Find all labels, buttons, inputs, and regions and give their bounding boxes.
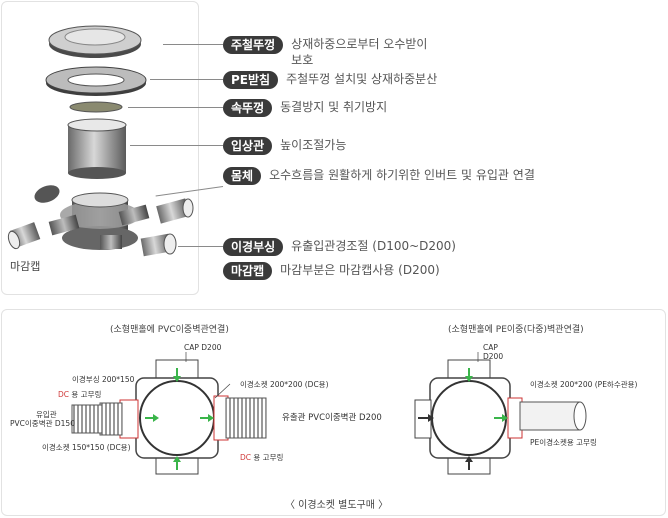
bushing-part-right — [156, 198, 194, 224]
bottom-caption: 〈 이경소켓 별도구매 〉 — [285, 500, 389, 511]
component-name: 마감캡 — [223, 262, 273, 280]
pe-support-ring-part — [45, 66, 147, 96]
leader-line — [163, 44, 223, 45]
component-desc: 높이조절가능 — [280, 138, 347, 152]
inlet-label-2: PVC이중벽관 D150 — [10, 419, 75, 428]
inner-lid-part — [69, 101, 123, 113]
component-inner-lid: 속뚜껑 동결방지 및 취기방지 — [223, 99, 387, 117]
dc-ring-label: DC 용 고무링 — [58, 390, 102, 399]
cap-label-right-1: CAP — [483, 343, 498, 352]
leader-line — [178, 246, 223, 247]
component-name: 몸체 — [223, 167, 262, 185]
inlet-label-1: 유입관 — [36, 410, 57, 419]
component-bushing: 이경부싱 유출입관경조절 (D100~D200) — [223, 238, 456, 256]
end-cap-label: 마감캡 — [10, 260, 41, 273]
component-desc: 마감부분은 마감캡사용 (D200) — [280, 263, 440, 277]
pe-ring-label: PE이경소켓용 고무링 — [530, 438, 597, 447]
dc-ring2-label: DC 용 고무링 — [240, 453, 284, 462]
component-cast-iron-cover: 주철뚜껑 상재하중으로부터 오수받이 보호 — [223, 36, 427, 68]
component-pe-support: PE받침 주철뚜껑 설치및 상재하중분산 — [223, 71, 437, 89]
socket-big-label: 이경소켓 200*200 (DC용) — [240, 380, 329, 389]
leader-line — [128, 107, 223, 108]
socket-small-label: 이경소켓 150*150 (DC용) — [42, 443, 131, 452]
bushing-part-bottom — [140, 233, 177, 257]
cap-label: CAP D200 — [184, 343, 222, 352]
component-riser: 입상관 높이조절가능 — [223, 137, 346, 155]
left-schematic — [71, 352, 267, 475]
component-name: 이경부싱 — [223, 238, 284, 256]
component-desc: 상재하중으로부터 오수받이 보호 — [291, 37, 428, 67]
component-name: PE받침 — [223, 71, 279, 89]
right-diagram-title: (소형맨홀에 PE이중(다중)벽관연결) — [448, 325, 584, 335]
manhole-body-part — [48, 192, 150, 250]
leader-line — [150, 79, 223, 80]
cap-label-right-2: D200 — [483, 352, 504, 361]
riser-pipe-part — [67, 118, 127, 179]
component-desc: 동결방지 및 취기방지 — [280, 100, 388, 114]
component-desc: 주철뚜껑 설치및 상재하중분산 — [286, 72, 438, 86]
outlet-label: 유출관 PVC이중벽관 D200 — [282, 413, 382, 423]
right-schematic — [414, 352, 587, 475]
component-desc: 유출입관경조절 (D100~D200) — [291, 239, 456, 253]
component-desc: 오수흐름을 원활하게 하기위한 인버트 및 유입관 연결 — [269, 168, 535, 182]
bushing-label: 이경부싱 200*150 — [72, 375, 135, 384]
bushing-part-left — [7, 222, 41, 250]
cast-iron-cover-part — [48, 25, 142, 58]
component-name: 입상관 — [223, 137, 273, 155]
leader-line — [130, 145, 223, 146]
pe-socket-label: 이경소켓 200*200 (PE하수관용) — [530, 380, 638, 389]
component-name: 속뚜껑 — [223, 99, 273, 117]
end-cap-part — [34, 185, 60, 203]
left-diagram-title: (소형맨홀에 PVC이중벽관연결) — [110, 325, 229, 335]
component-end-cap: 마감캡 마감부분은 마감캡사용 (D200) — [223, 262, 440, 280]
component-body: 몸체 오수흐름을 원활하게 하기위한 인버트 및 유입관 연결 — [223, 167, 535, 185]
component-name: 주철뚜껑 — [223, 36, 284, 54]
